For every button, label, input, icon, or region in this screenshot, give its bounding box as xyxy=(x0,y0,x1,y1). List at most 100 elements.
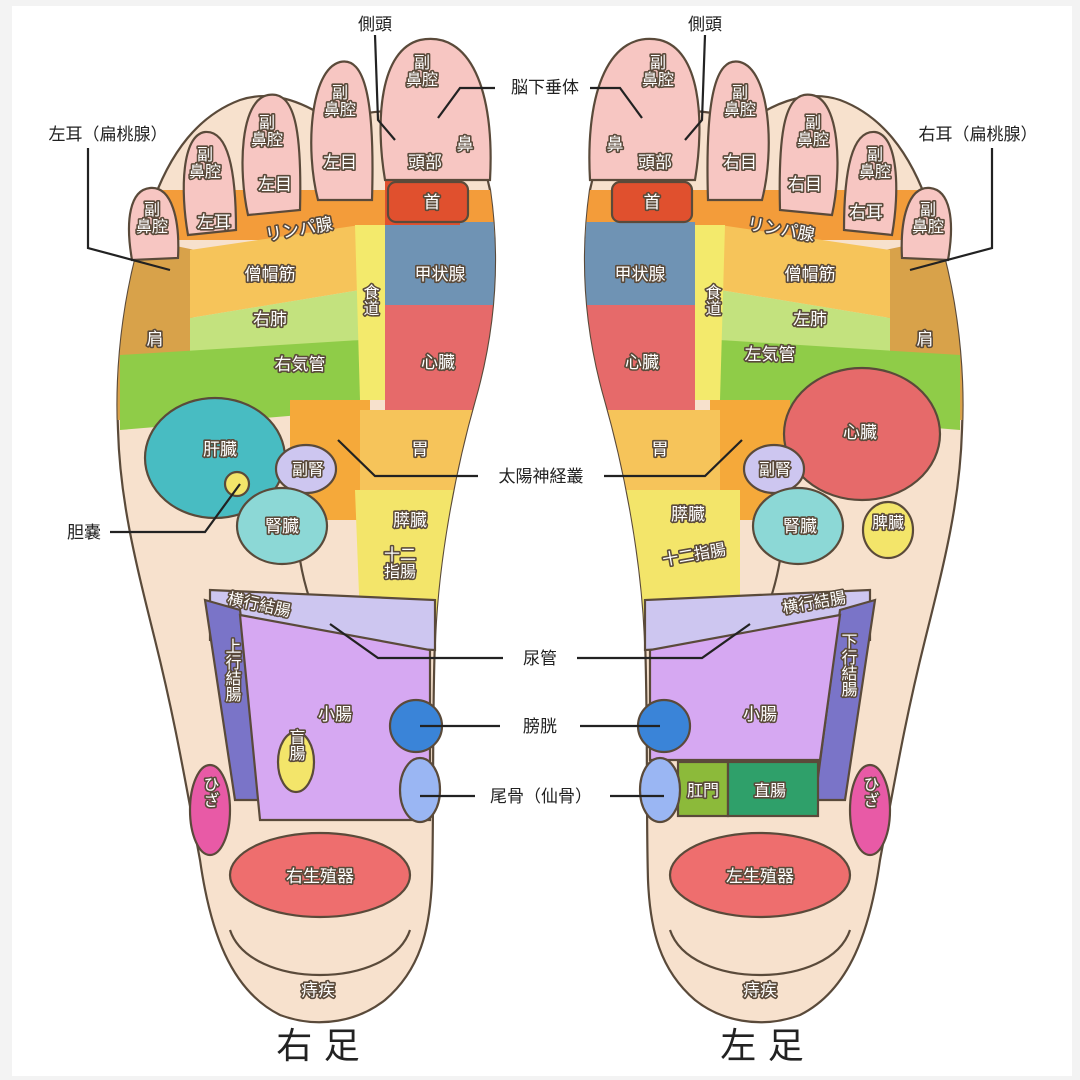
left-kidney xyxy=(751,486,845,566)
foot-reflexology-chart: 副鼻腔 副鼻腔 副鼻腔 副鼻腔 副鼻腔 鼻 頭部 首 左目 左目 左耳 リンパ腺… xyxy=(49,15,1038,1067)
left-sinus-5: 副鼻腔 xyxy=(912,200,944,236)
left-side-head-label: 側頭 xyxy=(688,15,722,35)
right-hemorrhoid xyxy=(228,929,412,976)
right-foot xyxy=(116,37,497,1024)
right-lung: 右肺 xyxy=(253,310,287,330)
left-lung: 左肺 xyxy=(793,310,827,330)
right-small-intestine: 小腸 xyxy=(318,705,352,725)
right-head: 頭部 xyxy=(408,153,442,173)
right-heart-zone xyxy=(385,305,495,420)
right-side-head-label: 側頭 xyxy=(358,15,392,35)
leader-solar-left xyxy=(604,439,743,478)
right-eye-2: 左目 xyxy=(258,175,292,195)
left-toe-4 xyxy=(842,130,898,237)
right-toe-1 xyxy=(379,37,492,182)
left-small-intestine xyxy=(648,613,842,762)
left-foot-title: 左 足 xyxy=(720,1026,803,1067)
leader-gallbladder xyxy=(110,483,241,534)
right-stomach-zone xyxy=(360,410,495,490)
left-genital: 左生殖器 xyxy=(726,867,794,887)
left-eye: 右目 xyxy=(723,153,757,173)
right-thyroid-zone xyxy=(385,222,495,305)
right-adrenal: 副腎 xyxy=(292,460,324,479)
diagram-canvas: 副鼻腔 副鼻腔 副鼻腔 副鼻腔 副鼻腔 鼻 頭部 首 左目 左目 左耳 リンパ腺… xyxy=(12,6,1072,1076)
right-toe-3 xyxy=(241,93,302,217)
right-esophagus-zone xyxy=(355,225,385,400)
bladder-label: 膀胱 xyxy=(523,717,557,737)
right-cecum: 盲腸 xyxy=(287,729,306,762)
left-coccyx xyxy=(638,756,682,824)
left-hemorrhoid: 痔疾 xyxy=(743,981,777,1001)
right-coccyx xyxy=(398,756,442,824)
right-toe-2 xyxy=(310,60,374,202)
right-bronchi: 右気管 xyxy=(275,355,326,375)
leader-left-ear xyxy=(909,148,994,272)
right-genital xyxy=(228,831,412,919)
right-shoulder: 肩 xyxy=(147,330,164,350)
right-neck-block xyxy=(386,180,470,224)
left-thyroid-zone xyxy=(585,222,695,305)
right-sinus-5: 副鼻腔 xyxy=(136,200,168,236)
left-toe-2 xyxy=(706,60,770,202)
right-hemorrhoid: 痔疾 xyxy=(301,981,335,1001)
right-stomach: 胃 xyxy=(412,440,429,460)
right-duodenum: 十二指腸 xyxy=(384,545,416,581)
right-toe-4 xyxy=(182,130,238,237)
left-pancreas: 膵臓 xyxy=(671,505,705,525)
right-cecum xyxy=(276,730,316,794)
right-sinus-2: 副鼻腔 xyxy=(324,83,356,119)
left-shoulder: 肩 xyxy=(917,330,934,350)
right-foot-labels: 副鼻腔 副鼻腔 副鼻腔 副鼻腔 副鼻腔 鼻 頭部 首 左目 左目 左耳 リンパ腺… xyxy=(134,51,475,1002)
left-bronchi: 左気管 xyxy=(745,345,796,365)
left-toe-5 xyxy=(900,186,953,262)
left-head: 頭部 xyxy=(638,153,672,173)
right-foot-title: 右 足 xyxy=(276,1026,359,1067)
left-spleen: 脾臓 xyxy=(872,513,904,532)
leader-lines xyxy=(86,34,994,798)
right-sinus-3: 副鼻腔 xyxy=(251,113,283,149)
right-genital: 右生殖器 xyxy=(286,867,354,887)
left-spleen xyxy=(861,500,915,560)
right-gallbladder xyxy=(223,470,251,498)
left-neck-block xyxy=(610,180,694,224)
right-neck: 首 xyxy=(424,193,441,213)
leader-ureter-right xyxy=(329,623,503,660)
right-eye: 左目 xyxy=(323,153,357,173)
right-esophagus: 食道 xyxy=(361,284,380,316)
pituitary-label: 脳下垂体 xyxy=(511,78,579,98)
left-toe-3 xyxy=(778,93,839,217)
left-esophagus-zone xyxy=(695,225,725,400)
right-liver: 肝臓 xyxy=(203,440,237,460)
right-kidney: 腎臓 xyxy=(265,517,299,537)
left-rectum: 直腸 xyxy=(754,781,786,800)
leader-solar-right xyxy=(337,439,478,478)
left-toe-1 xyxy=(588,37,701,182)
left-hemorrhoid xyxy=(668,929,852,976)
left-anus: 肛門 xyxy=(687,781,719,800)
left-kidney: 腎臓 xyxy=(783,517,817,537)
left-lung-zone xyxy=(720,290,890,355)
left-sinus-1: 副鼻腔 xyxy=(642,53,674,89)
left-sinus-4: 副鼻腔 xyxy=(859,145,891,181)
left-sinus-3: 副鼻腔 xyxy=(797,113,829,149)
left-heart-zone-inner xyxy=(585,305,695,420)
right-trapezius: 僧帽筋 xyxy=(245,265,296,285)
solar-plexus-label: 太陽神経叢 xyxy=(499,467,584,487)
leader-pituitary-left xyxy=(590,86,643,119)
left-heart xyxy=(782,366,942,502)
right-pancreas: 膵臓 xyxy=(393,511,427,531)
right-sinus-1: 副鼻腔 xyxy=(406,53,438,89)
leader-right-ear xyxy=(86,148,171,272)
leader-left-side-head xyxy=(684,34,707,141)
left-trapezius-zone xyxy=(720,225,890,318)
left-genital xyxy=(668,831,852,919)
leader-right-side-head xyxy=(373,34,396,141)
left-ear: 右耳 xyxy=(849,203,883,223)
right-ear-tonsil-label: 左耳（扁桃腺） xyxy=(49,125,168,145)
right-toe-5 xyxy=(127,186,180,262)
right-heart: 心臓 xyxy=(421,353,455,373)
right-ear: 左耳 xyxy=(197,213,231,233)
left-knee: ひざ xyxy=(861,776,880,808)
leader-ureter-left xyxy=(577,623,751,660)
